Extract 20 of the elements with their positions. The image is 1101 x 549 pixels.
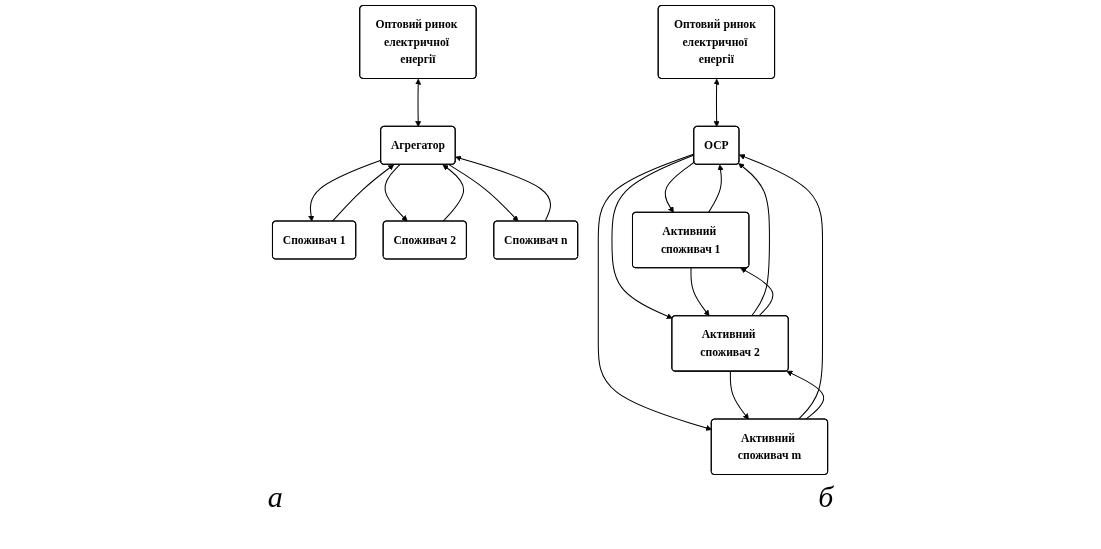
panel-letter: а bbox=[267, 480, 283, 514]
arrow bbox=[448, 164, 519, 222]
arrow bbox=[308, 159, 382, 222]
arrow bbox=[598, 153, 713, 431]
arrow bbox=[714, 78, 721, 127]
arrow bbox=[730, 370, 750, 420]
panel-letter: б bbox=[818, 480, 834, 514]
arrow bbox=[739, 154, 824, 420]
arrow bbox=[708, 164, 724, 214]
arrow bbox=[332, 164, 395, 222]
arrow bbox=[740, 267, 774, 317]
arrow bbox=[415, 78, 422, 127]
arrow bbox=[690, 267, 710, 317]
arrow bbox=[611, 154, 696, 319]
arrow bbox=[455, 155, 552, 222]
arrow bbox=[665, 161, 696, 213]
arrow bbox=[442, 164, 465, 222]
arrow bbox=[384, 164, 408, 222]
arrow bbox=[738, 163, 771, 317]
arrow bbox=[786, 370, 825, 420]
